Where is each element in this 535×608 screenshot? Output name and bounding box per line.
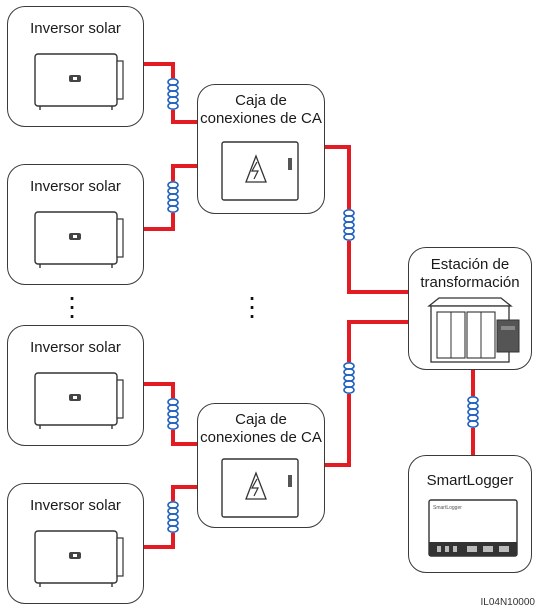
transformer-station: Estación de transformación [408, 247, 532, 370]
transformer-station-icon [427, 297, 520, 363]
cable-connector-icon [343, 209, 355, 242]
electrical-cabinet-icon [221, 141, 299, 201]
station-label-line2: transformación [420, 274, 520, 291]
station-label-line1: Estación de [430, 256, 510, 273]
inverter-label: Inversor solar [30, 178, 121, 195]
cable-connector-icon [167, 397, 179, 430]
cable-connector-icon [167, 500, 179, 533]
combiner-label-line2: conexiones de CA [200, 429, 322, 446]
combiner-label-line1: Caja de [235, 92, 287, 109]
inverter-icon [34, 372, 124, 429]
solar-inverter-3: Inversor solar [7, 325, 144, 446]
cable-combiner2-station [325, 320, 409, 467]
inverter-label: Inversor solar [30, 20, 121, 37]
cable-connector-icon [343, 361, 355, 394]
solar-inverter-1: Inversor solar [7, 6, 144, 127]
smartlogger-icon [428, 499, 518, 557]
cable-combiner1-station [325, 145, 409, 294]
combiner-label-line1: Caja de [235, 411, 287, 428]
inverter-label: Inversor solar [30, 339, 121, 356]
ac-combiner-box-2: Caja de conexiones de CA [197, 403, 325, 528]
electrical-cabinet-icon [221, 458, 299, 518]
inverter-icon [34, 53, 124, 110]
solar-inverter-2: Inversor solar [7, 164, 144, 285]
inverter-icon [34, 211, 124, 268]
smartlogger-label: SmartLogger [426, 472, 514, 489]
combiner-label-line2: conexiones de CA [200, 110, 322, 127]
smartlogger-device: SmartLogger SmartLogger [408, 455, 532, 573]
cable-connector-icon [467, 395, 479, 428]
smartlogger-screen-text: SmartLogger [433, 505, 462, 511]
vertical-ellipsis-combiners: ··· [247, 281, 257, 330]
inverter-icon [34, 530, 124, 587]
inverter-label: Inversor solar [30, 497, 121, 514]
figure-code: IL04N10000 [480, 597, 535, 608]
vertical-ellipsis-inverters: ··· [67, 281, 77, 330]
cable-connector-icon [167, 181, 179, 214]
solar-inverter-4: Inversor solar [7, 483, 144, 604]
ac-combiner-box-1: Caja de conexiones de CA [197, 84, 325, 214]
cable-connector-icon [167, 78, 179, 111]
